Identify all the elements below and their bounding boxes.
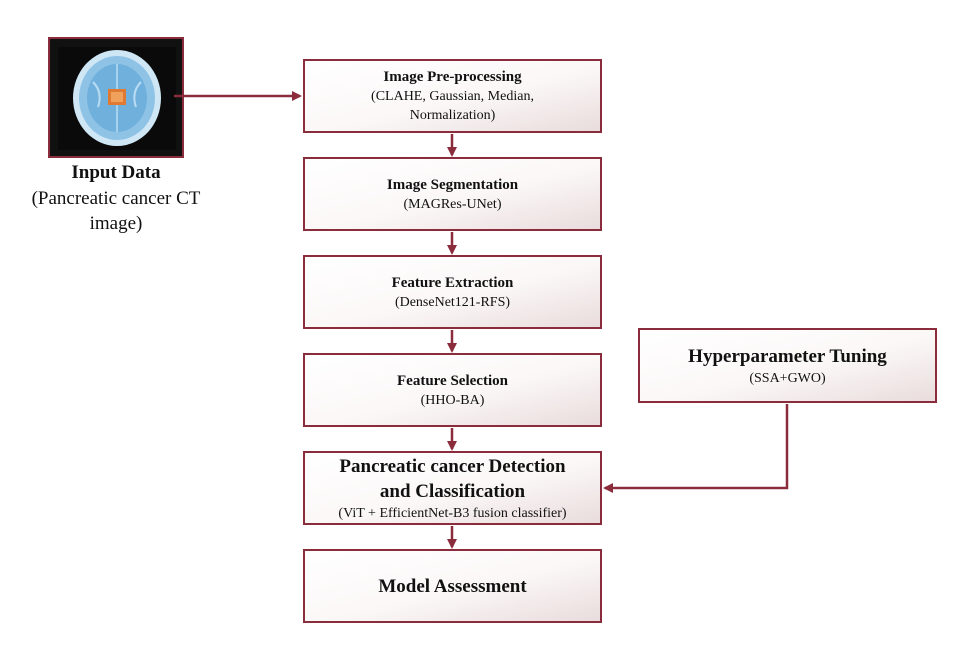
step-title: Feature Selection xyxy=(397,372,508,389)
input-ct-image xyxy=(48,37,184,158)
step-detail: (HHO-BA) xyxy=(420,392,485,408)
tuning-detail: (SSA+GWO) xyxy=(749,370,826,386)
step-detail: (DenseNet121-RFS) xyxy=(394,294,511,310)
input-title: Input Data xyxy=(71,162,161,183)
step-detection-classification: Pancreatic cancer Detection and Classifi… xyxy=(303,451,602,525)
step-feature-selection: Feature Selection (HHO-BA) xyxy=(303,353,602,427)
step-title-line2: and Classification xyxy=(379,480,526,502)
input-data-label: Input Data (Pancreatic cancer CT image) xyxy=(10,160,222,236)
step-title-line1: Pancreatic cancer Detection xyxy=(339,455,566,477)
step-title: Feature Extraction xyxy=(391,274,514,291)
step-title: Image Segmentation xyxy=(386,176,519,193)
brain-scan-icon xyxy=(58,47,176,150)
step-detail: (CLAHE, Gaussian, Median, xyxy=(371,89,534,104)
arrow-tuning-to-classification xyxy=(603,404,789,493)
input-subtitle-line1: (Pancreatic cancer CT xyxy=(31,188,201,209)
tuning-title: Hyperparameter Tuning xyxy=(688,345,887,367)
step-image-preprocessing: Image Pre-processing (CLAHE, Gaussian, M… xyxy=(303,59,602,133)
step-image-segmentation: Image Segmentation (MAGRes-UNet) xyxy=(303,157,602,231)
step-model-assessment: Model Assessment xyxy=(303,549,602,623)
step-detail: (ViT + EfficientNet-B3 fusion classifier… xyxy=(338,505,567,521)
step-title: Model Assessment xyxy=(378,575,527,597)
step-detail: Normalization) xyxy=(409,108,496,123)
step-title: Image Pre-processing xyxy=(383,69,522,85)
hyperparameter-tuning-box: Hyperparameter Tuning (SSA+GWO) xyxy=(638,328,937,403)
input-subtitle-line2: image) xyxy=(89,213,143,234)
step-detail: (MAGRes-UNet) xyxy=(403,196,502,212)
step-feature-extraction: Feature Extraction (DenseNet121-RFS) xyxy=(303,255,602,329)
